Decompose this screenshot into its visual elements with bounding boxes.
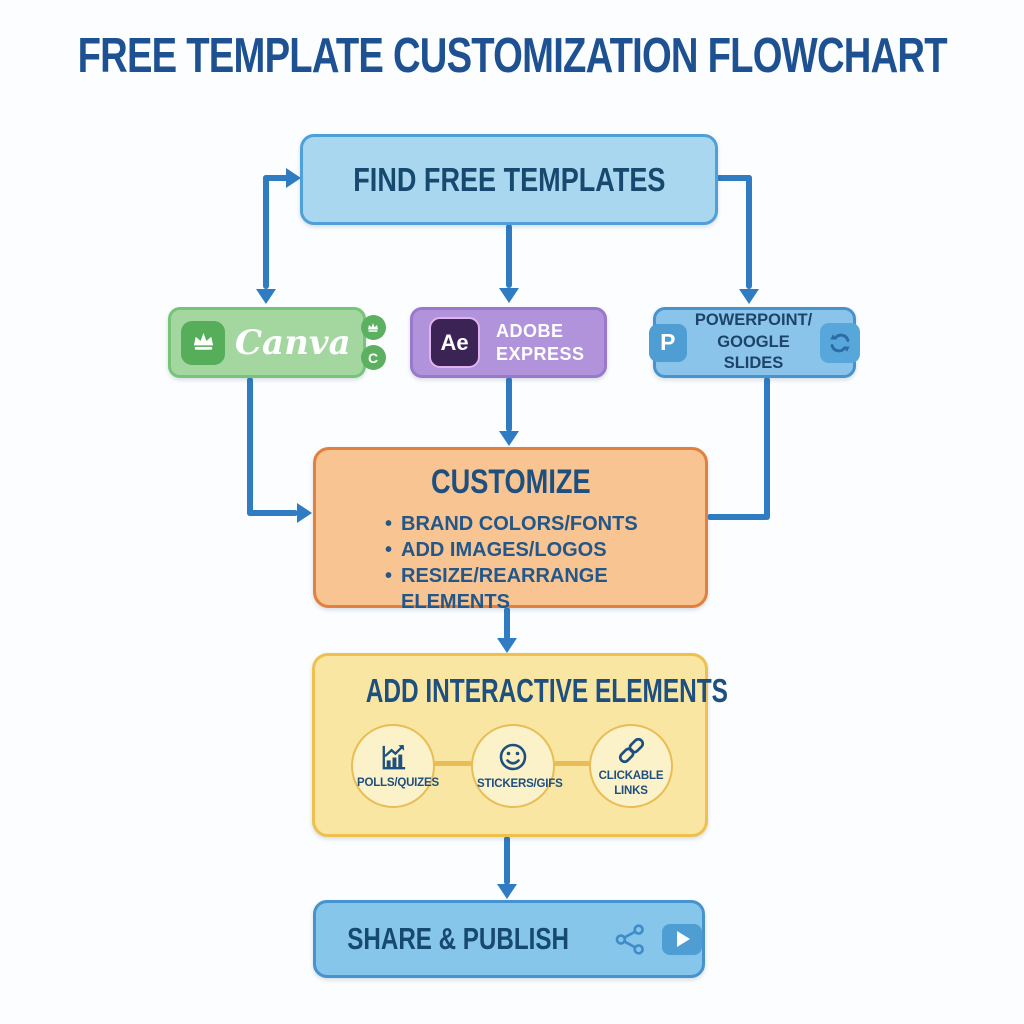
adobe-express-label: ADOBE EXPRESS (496, 320, 585, 365)
sync-arrows-icon (820, 322, 861, 363)
circle-connector-right (554, 761, 590, 766)
connector-find-right (716, 175, 752, 181)
adobe-label-line2: EXPRESS (496, 343, 585, 364)
adobe-label-line1: ADOBE (496, 321, 564, 341)
arrowhead-into-adobe (499, 288, 519, 303)
canva-badges: C (360, 315, 386, 370)
links-label: CLICKABLE LINKS (598, 770, 664, 797)
customize-bullet-list: BRAND COLORS/FONTS ADD IMAGES/LOGOS RESI… (316, 511, 705, 615)
crown-badge-icon (360, 315, 386, 340)
node-find-free-templates: FIND FREE TEMPLATES (300, 134, 718, 225)
bar-chart-icon (382, 745, 405, 770)
connector-find-to-adobe (506, 224, 512, 288)
crown-icon (181, 320, 225, 365)
canva-c-badge: C (360, 345, 386, 370)
polls-label: POLLS/QUIZES (357, 777, 439, 790)
arrowhead-into-customize-top (499, 431, 519, 446)
smiley-icon (499, 743, 527, 771)
node-canva: Canva C (168, 307, 386, 378)
arrowhead-into-share (497, 884, 517, 899)
bullet-text: ADD IMAGES/LOGOS (401, 539, 607, 561)
arrowhead-into-canva (256, 289, 276, 304)
powerpoint-logo-icon: P (648, 323, 687, 362)
connector-customize-to-interactive (504, 607, 510, 640)
node-powerpoint-google-slides: P POWERPOINT/ GOOGLE SLIDES (648, 307, 861, 378)
slides-label-line1: POWERPOINT/ (694, 311, 813, 330)
node-share-publish: SHARE & PUBLISH (313, 900, 705, 978)
bullet-resize: RESIZE/REARRANGE ELEMENTS (385, 563, 705, 615)
interactive-title: ADD INTERACTIVE ELEMENTS (365, 672, 728, 709)
bullet-brand-colors: BRAND COLORS/FONTS (385, 511, 705, 537)
stickers-label: STICKERS/GIFS (477, 777, 563, 790)
connector-slides-left-into-customize (707, 514, 768, 520)
customize-title: CUSTOMIZE (430, 463, 591, 501)
share-publish-label: SHARE & PUBLISH (347, 921, 569, 956)
arrowhead-into-slides (739, 289, 759, 304)
connector-canva-right (247, 510, 298, 516)
arrowhead-into-interactive (497, 638, 517, 653)
play-triangle (676, 931, 690, 947)
bullet-text: BRAND COLORS/FONTS (401, 513, 638, 535)
connector-slides-down (764, 377, 770, 520)
node-customize: CUSTOMIZE BRAND COLORS/FONTS ADD IMAGES/… (313, 447, 708, 613)
circle-connector-left (434, 761, 472, 766)
interactive-item-stickers: STICKERS/GIFS (471, 724, 563, 808)
interactive-item-polls: POLLS/QUIZES (351, 724, 439, 808)
node-add-interactive-elements: ADD INTERACTIVE ELEMENTS POLLS/QUIZES ST… (312, 653, 728, 837)
connector-canva-down (247, 377, 253, 516)
node-adobe-express: Ae ADOBE EXPRESS (410, 307, 607, 378)
connector-interactive-to-share (504, 836, 510, 885)
connector-left-down-to-canva (263, 175, 269, 289)
interactive-item-links: CLICKABLE LINKS (589, 724, 673, 808)
canva-wordmark: Canva (235, 322, 351, 363)
bullet-add-images: ADD IMAGES/LOGOS (385, 537, 705, 563)
title-row: FREE TEMPLATE CUSTOMIZATION FLOWCHART (0, 28, 1024, 84)
page-title: FREE TEMPLATE CUSTOMIZATION FLOWCHART (77, 29, 947, 83)
chain-link-icon (618, 738, 644, 764)
bullet-text: RESIZE/REARRANGE ELEMENTS (401, 565, 608, 613)
play-button-icon (661, 923, 702, 955)
find-free-templates-label: FIND FREE TEMPLATES (352, 160, 666, 198)
share-nodes-icon (615, 923, 645, 955)
adobe-express-logo-icon: Ae (429, 317, 480, 368)
slides-label-line2: GOOGLE SLIDES (717, 332, 790, 373)
arrowhead-into-find-left (286, 168, 301, 188)
arrowhead-into-customize-left (297, 503, 312, 523)
connector-adobe-to-customize (506, 377, 512, 432)
slides-label: POWERPOINT/ GOOGLE SLIDES (695, 310, 812, 374)
connector-left-into-find (263, 175, 289, 181)
connector-right-down-to-slides (746, 175, 752, 289)
